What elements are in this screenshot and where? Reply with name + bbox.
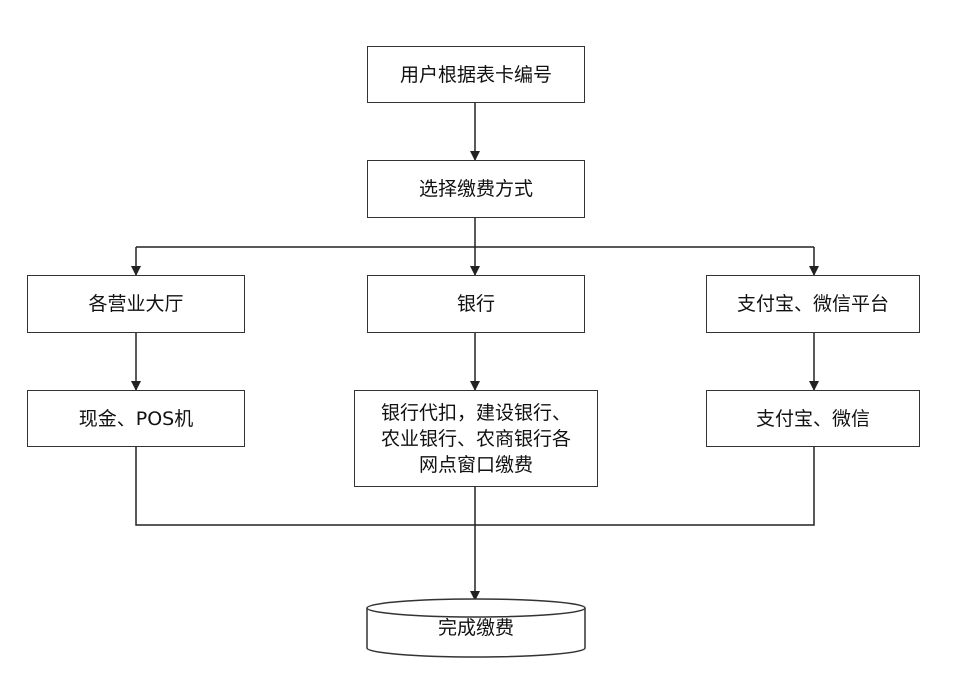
node-complete-payment: 完成缴费 xyxy=(437,616,514,639)
node-choose-payment: 选择缴费方式 xyxy=(367,160,585,218)
bank-detail-line-3: 网点窗口缴费 xyxy=(418,453,533,476)
node-business-hall: 各营业大厅 xyxy=(27,275,245,333)
node-bank-detail: 银行代扣，建设银行、 农业银行、农商银行各 网点窗口缴费 xyxy=(354,390,598,487)
bank-detail-line-2: 农业银行、农商银行各 xyxy=(380,427,571,450)
node-bank: 银行 xyxy=(367,275,585,333)
node-cash-pos: 现金、POS机 xyxy=(27,390,245,447)
node-online-detail: 支付宝、微信 xyxy=(706,390,920,447)
bank-detail-line-1: 银行代扣，建设银行、 xyxy=(380,401,571,424)
node-start: 用户根据表卡编号 xyxy=(367,46,585,103)
node-online-platform: 支付宝、微信平台 xyxy=(706,275,920,333)
end-cylinder xyxy=(366,598,586,658)
